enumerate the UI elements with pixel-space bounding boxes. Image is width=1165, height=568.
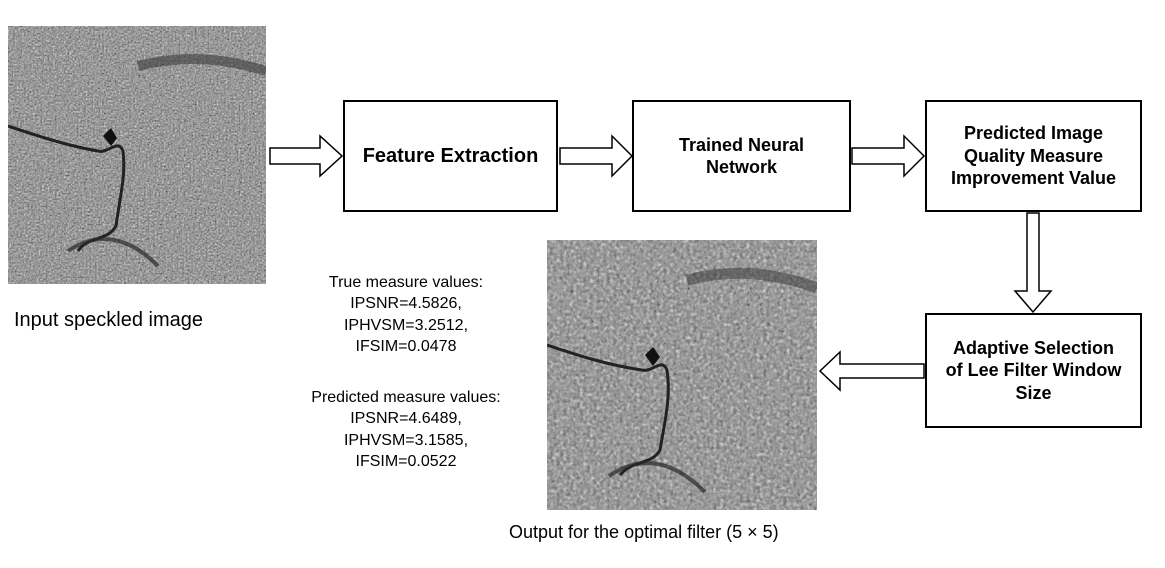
trained-neural-network-box: Trained Neural Network [632,100,851,212]
trained-network-line-1: Trained Neural [678,134,805,155]
predicted-value-box: Predicted Image Quality Measure Improvem… [925,100,1142,212]
adaptive-selection-line-3: Size [1015,382,1052,403]
input-image-caption: Input speckled image [14,309,204,331]
predicted-value-line-3: Improvement Value [950,168,1117,189]
true-measures-block: True measure values: IPSNR=4.5826, IPHVS… [286,272,526,358]
arrow-feature-to-network [559,134,634,178]
output-image-caption: Output for the optimal filter (5 × 5) [509,522,779,542]
arrow-network-to-predicted [851,134,926,178]
arrow-input-to-feature [269,134,344,178]
input-speckled-image [8,26,266,284]
trained-network-line-2: Network [705,157,777,177]
predicted-measures-block: Predicted measure values: IPSNR=4.6489, … [272,387,540,473]
predicted-value-line-1: Predicted Image [963,123,1104,144]
adaptive-selection-line-1: Adaptive Selection [952,337,1115,358]
predicted-value-line-2: Quality Measure [963,145,1104,166]
feature-extraction-box: Feature Extraction [343,100,558,212]
true-iphvsm: IPHVSM=3.2512, [343,316,469,334]
true-measures-heading: True measure values: [328,274,484,291]
arrow-predicted-to-adaptive [1013,212,1053,314]
predicted-measures-heading: Predicted measure values: [311,389,501,406]
true-ipsnr: IPSNR=4.5826, [350,295,462,313]
adaptive-selection-box: Adaptive Selection of Lee Filter Window … [925,313,1142,428]
true-ifsim: IFSIM=0.0478 [355,338,457,356]
arrow-adaptive-to-output [818,350,925,392]
predicted-ifsim: IFSIM=0.0522 [355,453,457,471]
predicted-iphvsm: IPHVSM=3.1585, [343,431,469,449]
predicted-ipsnr: IPSNR=4.6489, [350,410,462,428]
output-filtered-image [547,240,817,510]
adaptive-selection-line-2: of Lee Filter Window [945,360,1122,381]
feature-extraction-label: Feature Extraction [362,144,539,167]
